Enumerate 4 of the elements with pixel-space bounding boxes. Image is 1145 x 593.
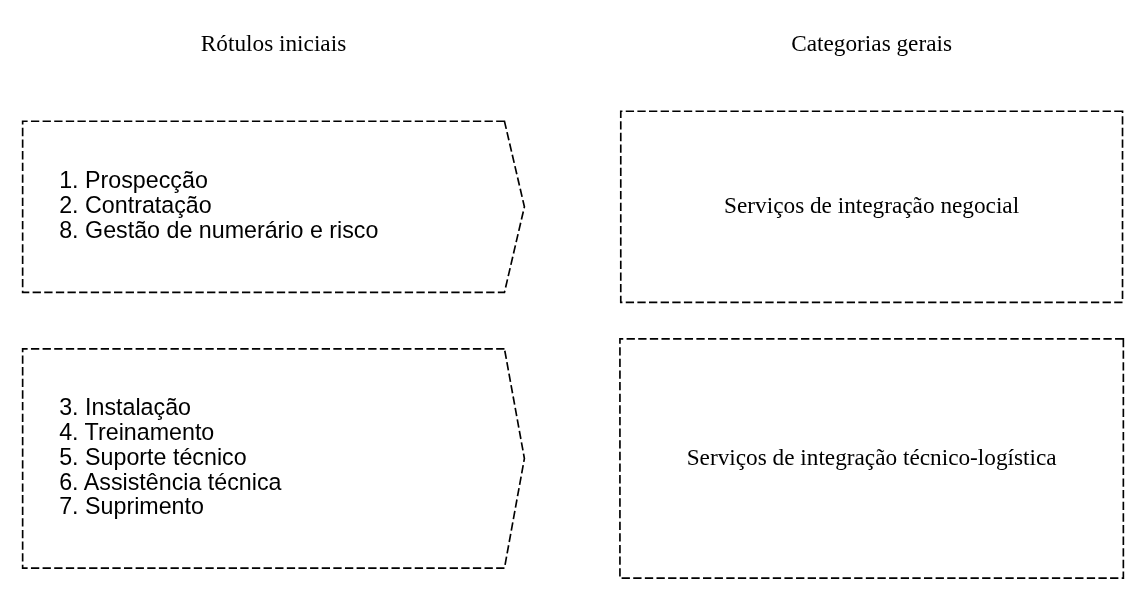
label: Categorias gerais <box>790 29 952 56</box>
node-box: Serviços de integração técnico-logística <box>618 338 1124 579</box>
label: Rótulos iniciais <box>200 29 346 56</box>
node-box: Serviços de integração negocial <box>619 110 1123 304</box>
